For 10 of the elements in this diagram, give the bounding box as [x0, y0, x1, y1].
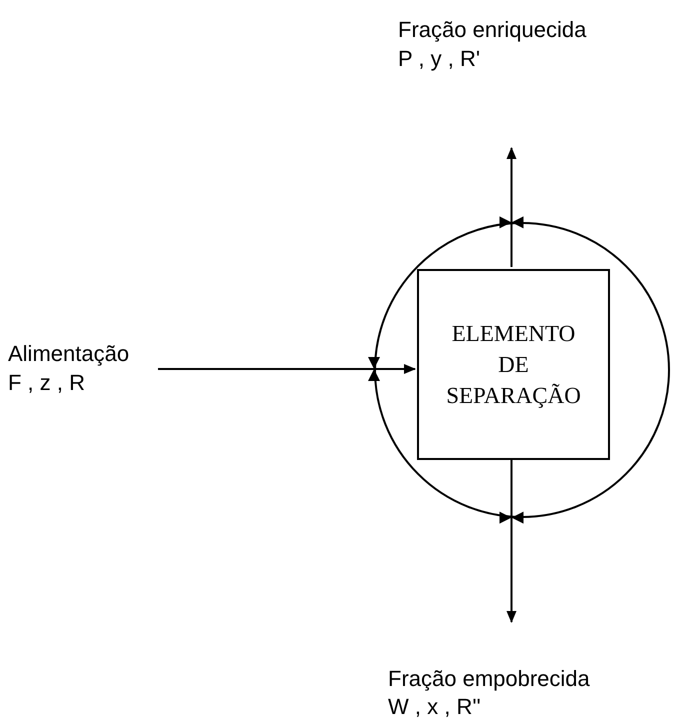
process-box: ELEMENTO DE SEPARAÇÃO [417, 269, 610, 460]
stream-variables: F , z , R [8, 368, 85, 397]
flow-arrow [506, 147, 516, 267]
flow-arrow [158, 364, 416, 374]
stream-variables: W , x , R'' [388, 693, 481, 722]
stream-name: Fração empobrecida [388, 664, 590, 693]
stream-variables: P , y , R' [398, 44, 480, 73]
stream-name: Fração enriquecida [398, 16, 586, 44]
flow-arrow [506, 458, 516, 623]
stream-name: Alimentação [8, 340, 130, 368]
